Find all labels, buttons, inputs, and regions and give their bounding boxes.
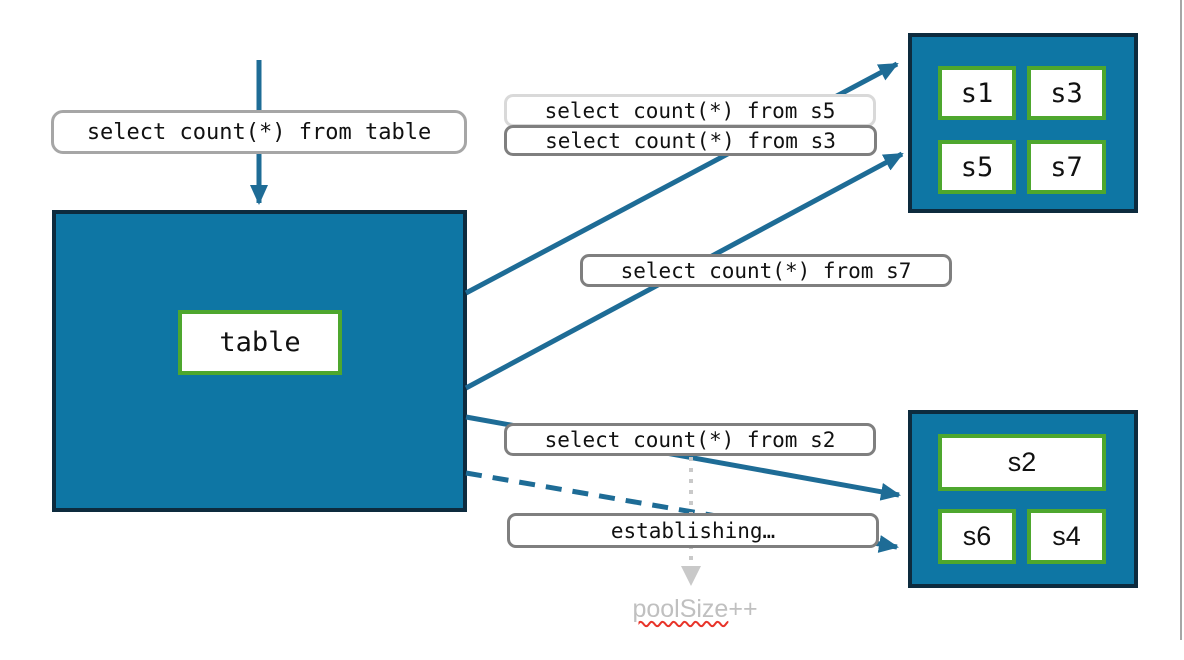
shard-cell-s6: s6 [938, 509, 1016, 564]
shard-cell-s4: s4 [1027, 509, 1106, 564]
shard-cell-s5: s5 [938, 140, 1016, 194]
table-label-cell: table [178, 310, 342, 375]
pool-size-suffix: ++ [728, 594, 758, 623]
shard-label: s1 [960, 77, 994, 109]
shard-cell-s1: s1 [938, 66, 1016, 120]
table-label: table [219, 327, 301, 358]
shard-label: s2 [1007, 447, 1037, 477]
shard-cell-s3: s3 [1027, 66, 1106, 120]
pool-size-arrowhead [681, 566, 701, 586]
pool-size-text: poolSize [632, 594, 729, 623]
shard-label: s4 [1052, 521, 1081, 551]
shard-label: s7 [1050, 151, 1083, 183]
pool-size-label: poolSize++ [600, 592, 790, 626]
shard-group-bottom: s2 s6 s4 [908, 410, 1138, 588]
query-pill-table: select count(*) from table [51, 110, 467, 154]
query-pill-establishing: establishing… [507, 513, 879, 548]
table-box: table [52, 210, 467, 512]
shard-label: s6 [962, 521, 992, 551]
query-pill-s3: select count(*) from s3 [504, 125, 877, 156]
query-pill-s5: select count(*) from s5 [504, 94, 876, 127]
shard-label: s5 [960, 151, 994, 183]
query-pill-s2: select count(*) from s2 [504, 423, 876, 456]
shard-cell-s2: s2 [938, 434, 1106, 491]
query-pill-s7: select count(*) from s7 [580, 254, 952, 287]
shard-cell-s7: s7 [1027, 140, 1106, 194]
shard-label: s3 [1050, 77, 1083, 109]
shard-group-top: s1 s3 s5 s7 [908, 33, 1138, 213]
